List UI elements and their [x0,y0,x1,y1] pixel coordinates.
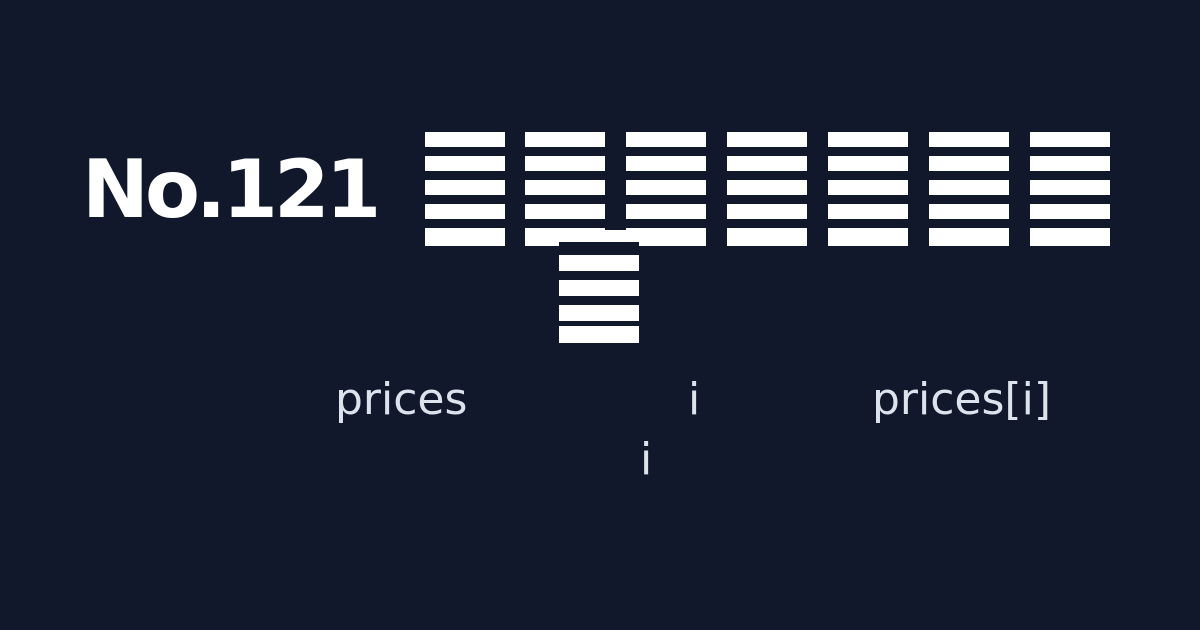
redacted-glyph-2 [525,132,605,246]
redacted-glyph-4 [727,132,807,246]
redacted-glyph-drop [559,230,639,344]
label-prices-i: prices[i] [872,374,1051,425]
redacted-glyph-6 [929,132,1009,246]
label-index-i: i [688,374,701,425]
redacted-glyph-5 [828,132,908,246]
redacted-glyph-7 [1030,132,1110,246]
label-index-i-lower: i [640,434,653,485]
problem-number: No.121 [82,143,381,236]
redacted-glyph-1 [425,132,505,246]
redacted-glyph-3 [626,132,706,246]
label-prices: prices [335,374,468,425]
